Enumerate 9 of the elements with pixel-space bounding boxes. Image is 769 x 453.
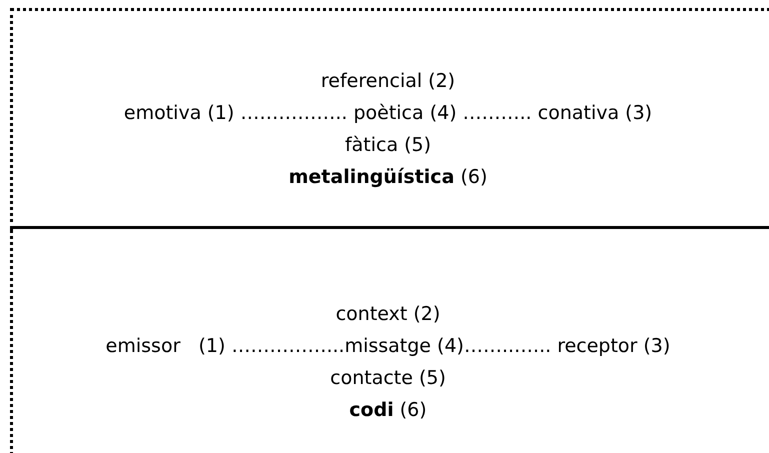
- function-label: fàtica (5): [344, 133, 432, 158]
- function-label: context (2): [336, 302, 440, 327]
- function-label: contacte (5): [330, 366, 446, 391]
- function-label: metalingüística (6): [288, 165, 488, 190]
- function-label: emissor (1) ……………...missatge (4)……..…... receptor (3): [106, 334, 670, 359]
- function-label: codi (6): [349, 398, 427, 423]
- text-panel: [10, 8, 769, 229]
- function-label: emotiva (1) …………….. poètica (4) ……….. conativa (3): [124, 101, 652, 126]
- function-label: referencial (2): [320, 69, 456, 94]
